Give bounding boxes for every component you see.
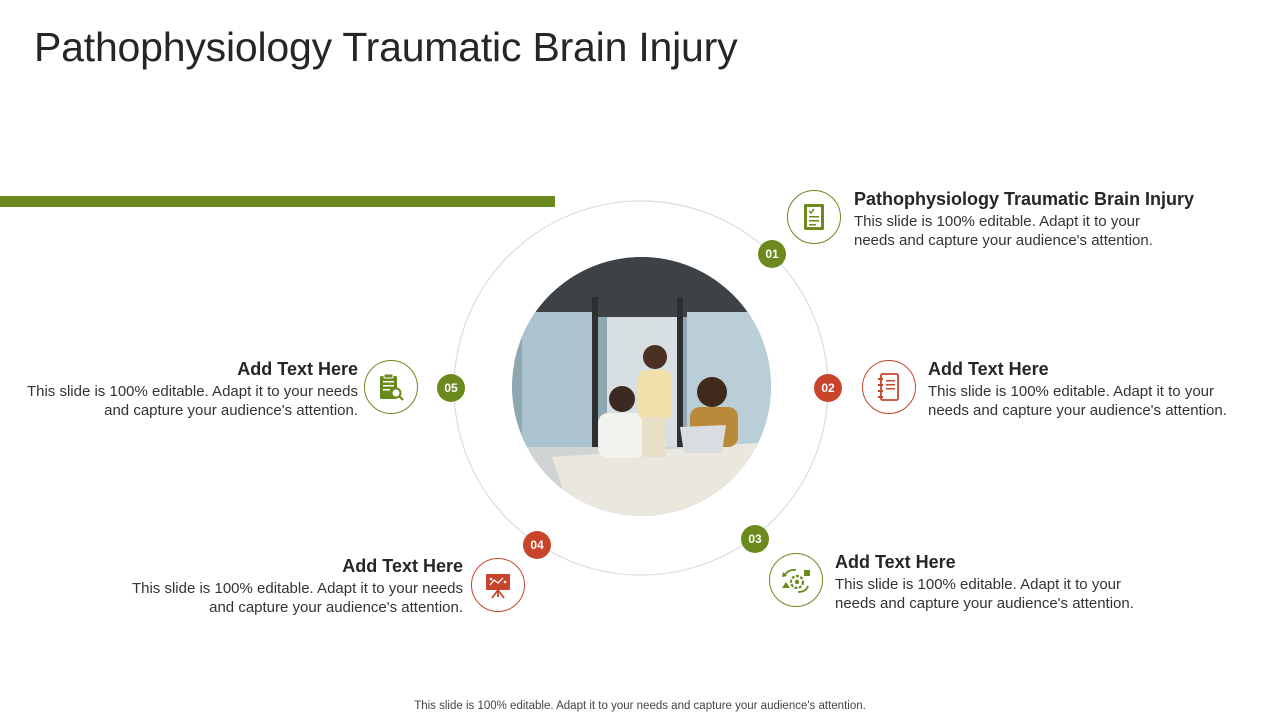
- step-item-03: Add Text Here This slide is 100% editabl…: [835, 551, 1165, 613]
- accent-bar: [0, 196, 555, 207]
- step-number-05: 05: [437, 374, 465, 402]
- step-text-03: This slide is 100% editable. Adapt it to…: [835, 576, 1134, 612]
- clipboard-search-icon: [364, 360, 418, 414]
- step-number-04: 04: [523, 531, 551, 559]
- step-number-01: 01: [758, 240, 786, 268]
- step-item-01: Pathophysiology Traumatic Brain Injury T…: [854, 188, 1234, 250]
- step-heading-05: Add Text Here: [237, 359, 358, 379]
- step-text-01: This slide is 100% editable. Adapt it to…: [854, 213, 1153, 249]
- team-meeting-photo: [512, 257, 771, 516]
- slide-title: Pathophysiology Traumatic Brain Injury: [34, 24, 738, 70]
- step-number-02: 02: [814, 374, 842, 402]
- step-item-02: Add Text Here This slide is 100% editabl…: [928, 358, 1258, 420]
- step-heading-03: Add Text Here: [835, 552, 956, 572]
- step-text-02: This slide is 100% editable. Adapt it to…: [928, 383, 1227, 419]
- step-number-03: 03: [741, 525, 769, 553]
- checklist-document-icon: [787, 190, 841, 244]
- presentation-board-icon: [471, 558, 525, 612]
- step-item-05: Add Text Here This slide is 100% editabl…: [26, 358, 358, 420]
- step-heading-01: Pathophysiology Traumatic Brain Injury: [854, 189, 1195, 209]
- step-heading-02: Add Text Here: [928, 359, 1049, 379]
- step-item-04: Add Text Here This slide is 100% editabl…: [130, 555, 463, 617]
- step-heading-04: Add Text Here: [342, 556, 463, 576]
- notebook-icon: [862, 360, 916, 414]
- process-gear-icon: [769, 553, 823, 607]
- step-text-04: This slide is 100% editable. Adapt it to…: [131, 580, 463, 616]
- footer-note: This slide is 100% editable. Adapt it to…: [414, 700, 866, 712]
- step-text-05: This slide is 100% editable. Adapt it to…: [26, 383, 358, 419]
